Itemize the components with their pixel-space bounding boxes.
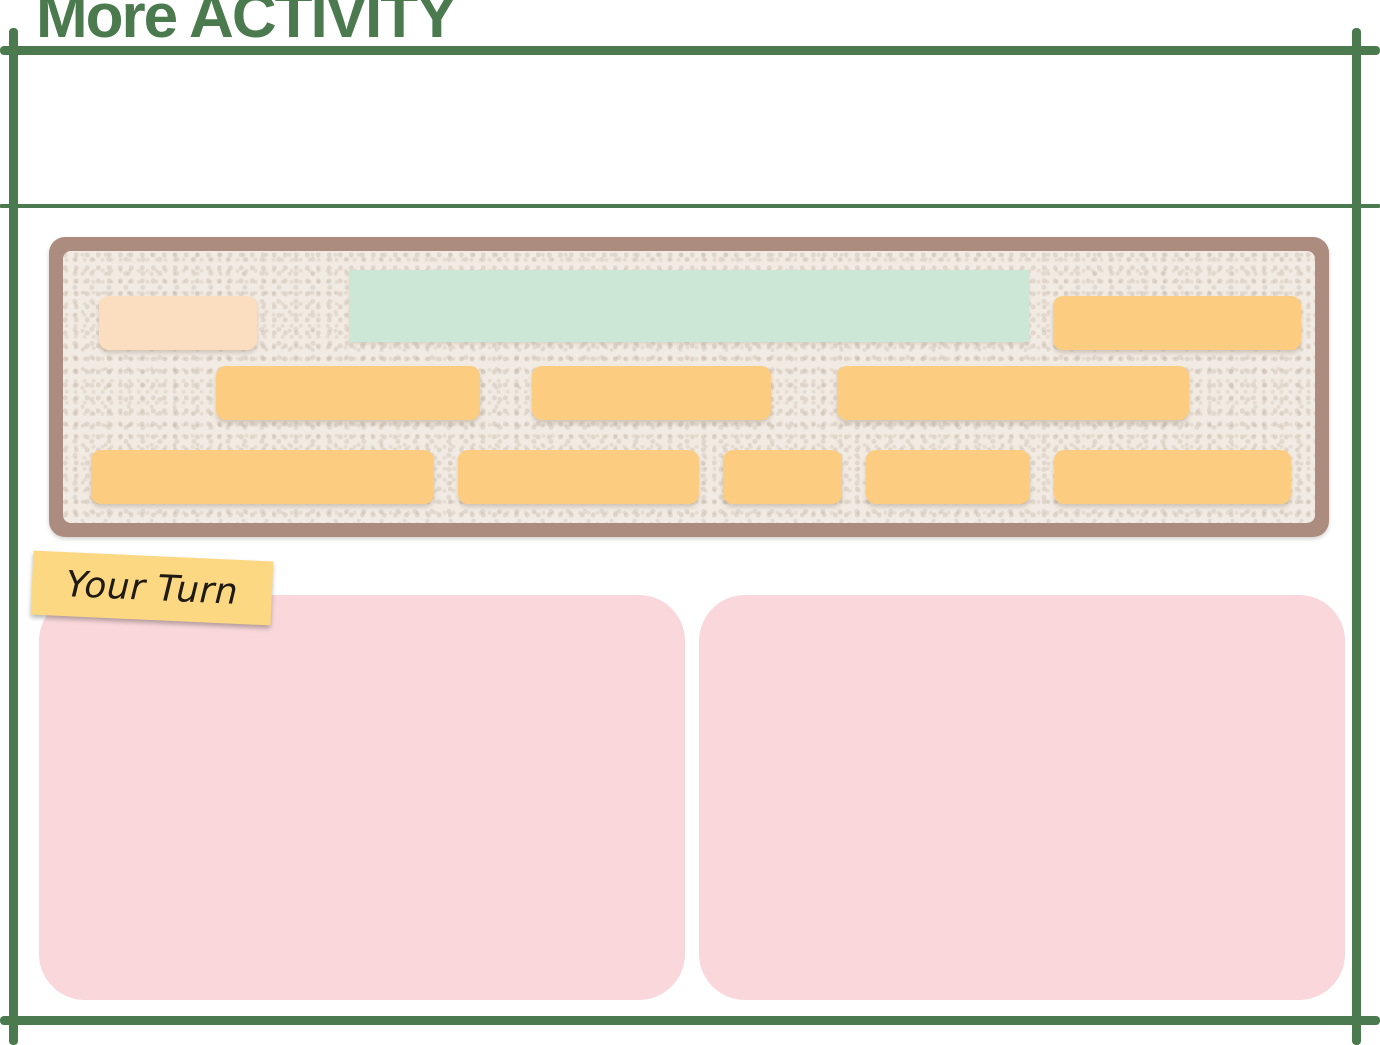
word-card[interactable] xyxy=(99,296,257,350)
word-card[interactable] xyxy=(532,366,771,420)
word-card[interactable] xyxy=(216,366,480,420)
word-card[interactable] xyxy=(1053,296,1301,350)
frame-right-border xyxy=(1352,28,1361,1045)
frame-top-border xyxy=(0,46,1380,55)
word-card[interactable] xyxy=(866,450,1030,504)
word-board xyxy=(49,237,1329,537)
work-area-left[interactable] xyxy=(39,595,685,1000)
word-card[interactable] xyxy=(1054,450,1291,504)
your-turn-tab: Your Turn xyxy=(30,550,274,626)
frame-bottom-border xyxy=(0,1016,1380,1025)
word-card[interactable] xyxy=(458,450,699,504)
word-card-highlight[interactable] xyxy=(349,270,1029,342)
your-turn-label: Your Turn xyxy=(64,563,240,613)
work-area-right[interactable] xyxy=(699,595,1345,1000)
page-title: More ACTIVITY xyxy=(36,0,458,51)
word-card[interactable] xyxy=(837,366,1189,420)
cork-board xyxy=(63,251,1315,523)
frame-left-border xyxy=(9,28,18,1045)
header-area xyxy=(18,55,1352,204)
header-divider xyxy=(0,204,1380,208)
word-card[interactable] xyxy=(723,450,842,504)
word-card[interactable] xyxy=(91,450,434,504)
